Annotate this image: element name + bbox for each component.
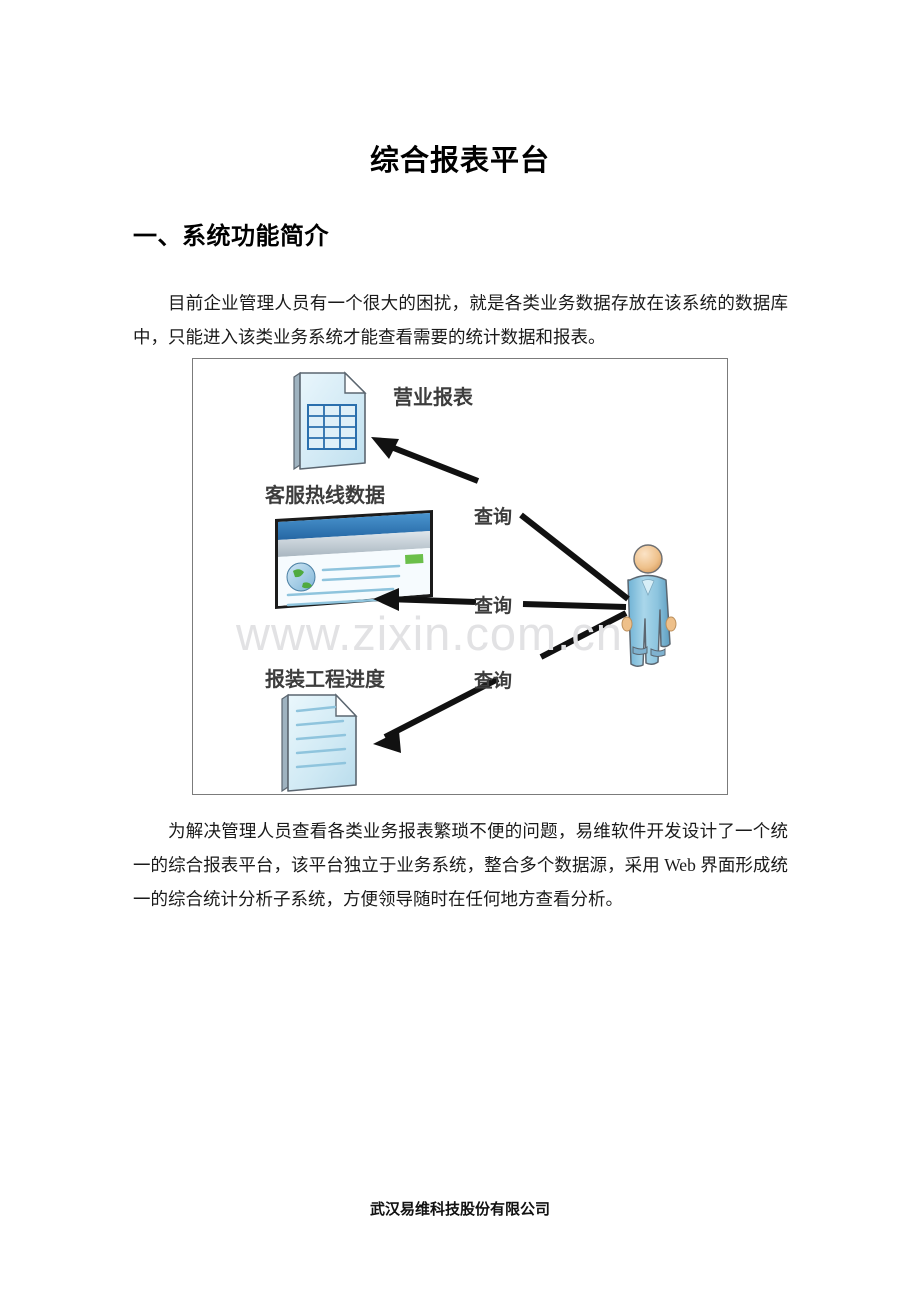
arrow-query-top	[379, 440, 630, 602]
label-business-report: 营业报表	[393, 385, 474, 409]
arrow-query-middle	[385, 596, 627, 610]
page-footer: 武汉易维科技股份有限公司	[369, 1201, 550, 1218]
arrow-query-bottom	[383, 610, 628, 740]
webpage-icon	[275, 510, 433, 609]
section-heading: 一、系统功能简介	[133, 223, 329, 250]
paragraph-intro: 目前企业管理人员有一个很大的困扰，就是各类业务数据存放在该系统的数据库中，只能进…	[133, 293, 788, 347]
paragraph-solution: 为解决管理人员查看各类业务报表繁琐不便的问题，易维软件开发设计了一个统一的综合报…	[133, 821, 788, 909]
arrowhead-middle	[373, 588, 399, 611]
page-title: 综合报表平台	[369, 145, 550, 177]
label-hotline-data: 客服热线数据	[264, 483, 385, 507]
architecture-figure: 营业报表	[192, 358, 728, 795]
label-installation-progress: 报装工程进度	[265, 667, 386, 691]
arrowhead-top	[371, 437, 399, 459]
arrowhead-bottom	[373, 731, 401, 753]
arrow-label-top: 查询	[473, 505, 512, 528]
arrow-label-bottom: 查询	[473, 669, 512, 692]
spreadsheet-icon	[293, 371, 367, 471]
figure-canvas: 营业报表	[264, 371, 677, 793]
arrow-label-middle: 查询	[473, 594, 512, 617]
text-document-icon	[281, 693, 358, 793]
person-icon	[621, 544, 677, 668]
